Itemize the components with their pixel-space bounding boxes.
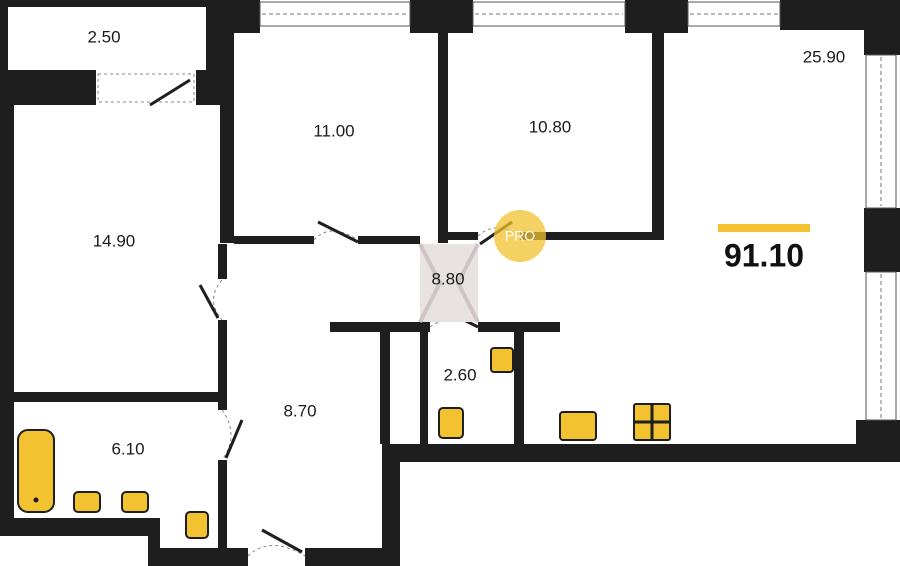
room-area-living-kitchen: 25.90 bbox=[803, 47, 846, 66]
stove-icon bbox=[633, 403, 671, 441]
windows bbox=[259, 1, 897, 421]
room-area-balcony: 2.50 bbox=[87, 27, 120, 46]
watermark-logo: PRO bbox=[494, 210, 546, 262]
kitchen-sink-icon bbox=[559, 411, 597, 441]
corridor-shading bbox=[418, 243, 480, 323]
toilet-icon bbox=[185, 407, 464, 539]
room-area-bathroom: 6.10 bbox=[111, 439, 144, 458]
total-area-accent-bar bbox=[718, 224, 810, 232]
watermark-text: PRO bbox=[505, 228, 535, 244]
room-area-bedroom-2: 10.80 bbox=[529, 117, 572, 136]
washbasin-icon bbox=[490, 347, 514, 373]
doors bbox=[97, 73, 521, 557]
sink-icon bbox=[73, 491, 149, 513]
bathtub-icon bbox=[17, 429, 55, 513]
room-area-bedroom-3: 14.90 bbox=[93, 231, 136, 250]
room-area-corridor: 8.80 bbox=[431, 269, 464, 288]
room-area-hallway: 8.70 bbox=[283, 401, 316, 420]
total-area: 91.10 bbox=[724, 237, 804, 273]
room-area-toilet: 2.60 bbox=[443, 365, 476, 384]
room-area-bedroom-1: 11.00 bbox=[313, 121, 354, 140]
